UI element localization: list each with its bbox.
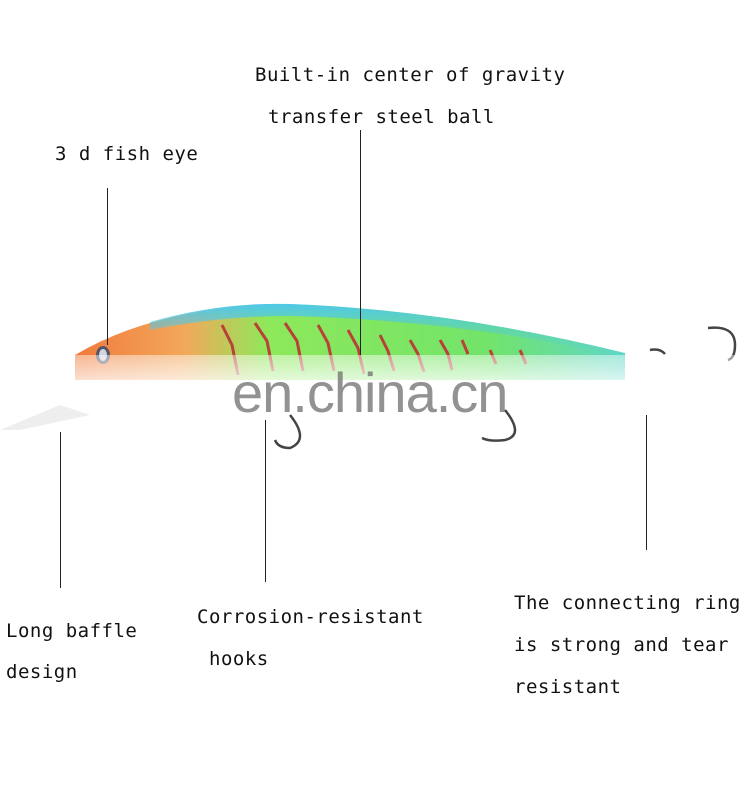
watermark: en.china.cn [232, 361, 508, 424]
baffle-pointer-line [60, 432, 61, 588]
ring-label-line1: The connecting ring [514, 592, 741, 614]
fish-eye-label: 3 d fish eye [55, 143, 199, 165]
hooks-pointer-line [265, 420, 266, 582]
fish-eye-pointer-line [107, 188, 108, 345]
hooks-label-line2: hooks [209, 648, 269, 670]
steel-ball-pointer-line [360, 130, 361, 355]
gravity-label-line2: transfer steel ball [268, 106, 495, 128]
gravity-label-line1: Built-in center of gravity [255, 64, 566, 86]
ring-pointer-line [646, 415, 647, 550]
watermark-band [70, 355, 750, 387]
hooks-label-line1: Corrosion-resistant [197, 606, 424, 628]
ring-label-line2: is strong and tear [514, 634, 729, 656]
ring-label-line3: resistant [514, 676, 622, 698]
baffle-label-line1: Long baffle [6, 620, 138, 642]
baffle-label-line2: design [6, 661, 78, 683]
